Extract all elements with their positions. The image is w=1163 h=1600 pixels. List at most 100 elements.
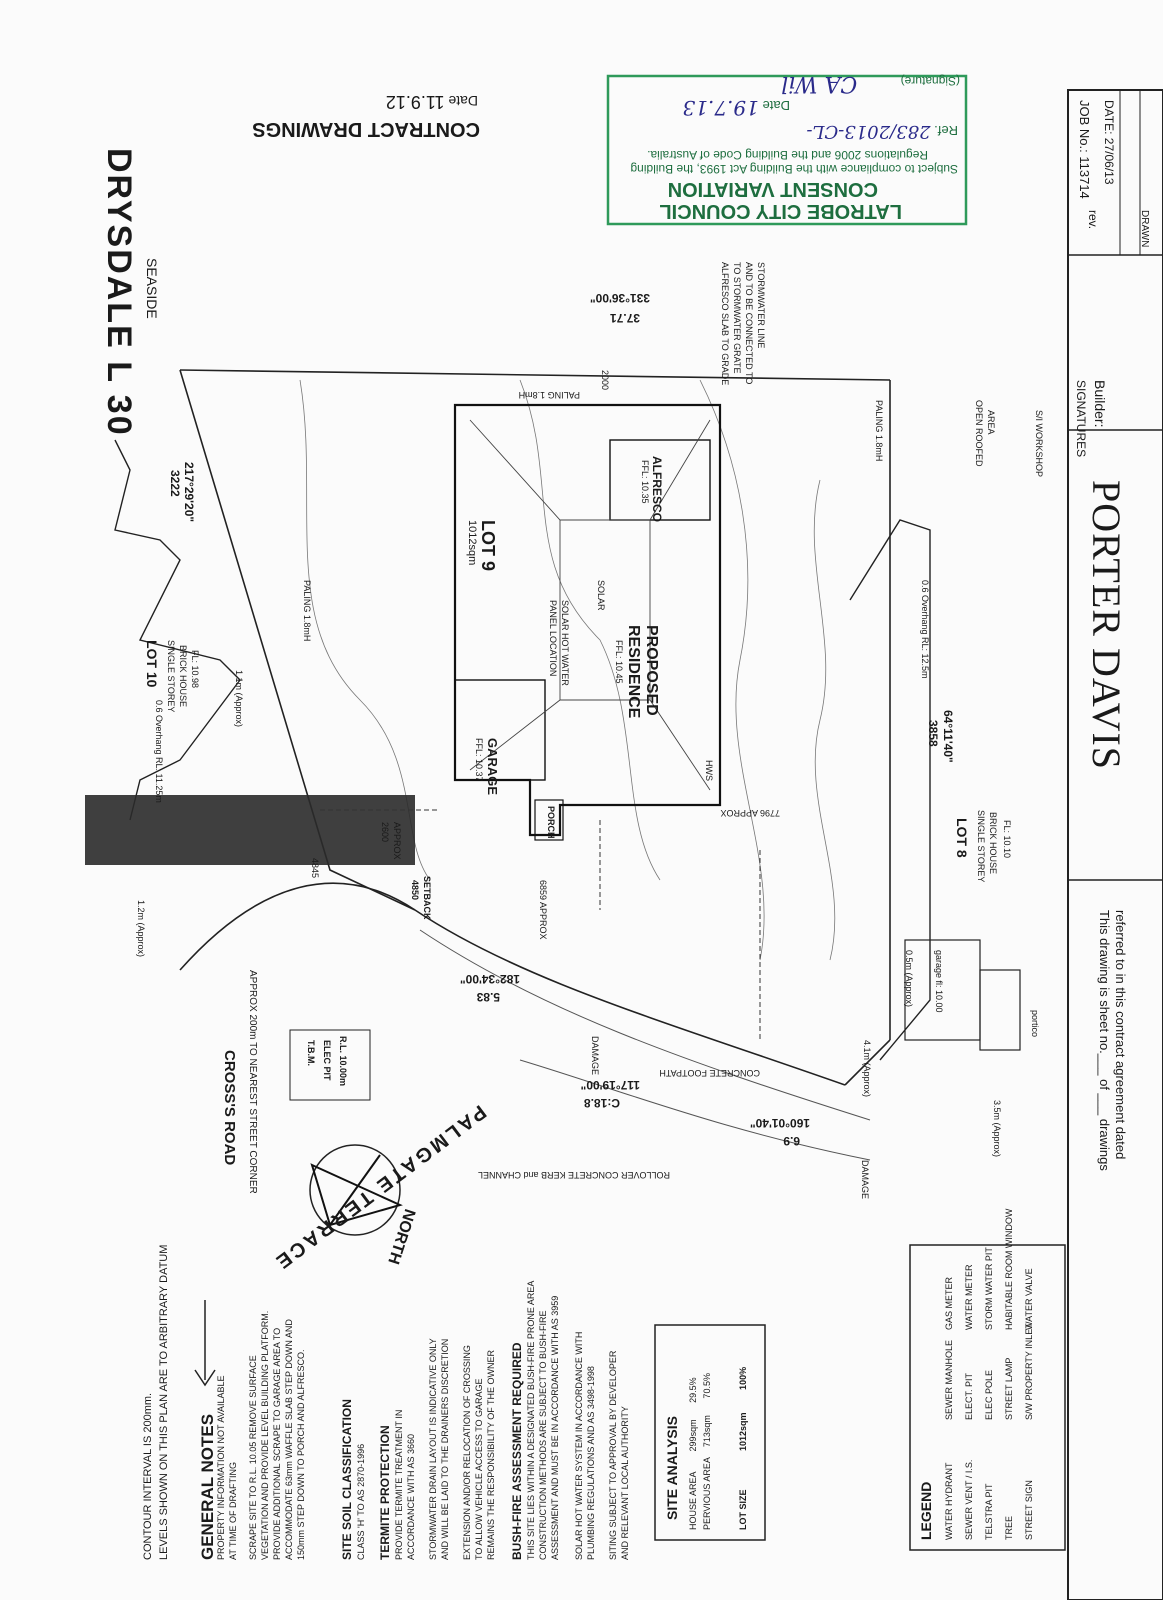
garage-label: GARAGE: [485, 738, 500, 796]
contract-date-value: 11.9.12: [385, 92, 445, 112]
footpath-label: CONCRETE FOOTPATH: [659, 1068, 760, 1078]
lot10-desc2: BRICK HOUSE: [178, 645, 188, 708]
bush-b: CONSTRUCTION METHODS ARE SUBJECT TO BUSH…: [538, 1310, 548, 1560]
lot8-desc1: SINGLE STOREY: [976, 810, 986, 883]
sheet-note-2: referred to in this contract agreement d…: [1113, 910, 1128, 1160]
bush-a: THIS SITE LIES WITHIN A DESIGNATED BUSH-…: [526, 1280, 536, 1560]
residence-label-1: PROPOSED: [643, 625, 660, 716]
damage-2: DAMAGE: [860, 1160, 870, 1200]
notes-heading: GENERAL NOTES: [198, 1413, 217, 1560]
lot8-label: LOT 8: [954, 818, 970, 858]
approx-12: 1.2m (Approx): [136, 900, 146, 958]
contract-date-label: Date: [448, 93, 478, 109]
siting-a: SITING SUBJECT TO APPROVAL BY DEVELOPER: [608, 1350, 618, 1560]
bearing-64: 64°11'40": [941, 710, 955, 763]
date-label: DATE:: [1102, 100, 1116, 135]
tbm-line3: R.L. 10.00m: [338, 1036, 348, 1087]
legend-item: WATER METER: [964, 1264, 974, 1331]
sa-house-pct: 29.5%: [688, 1377, 698, 1403]
sa-pervious-value: 713sqm: [702, 1415, 712, 1448]
stamp-sig-label: (Signature): [900, 74, 960, 88]
legend-item: HABITABLE ROOM WINDOW: [1004, 1208, 1014, 1330]
shw-b: PLUMBING REGULATIONS AND AS 3498-1998: [586, 1366, 596, 1560]
sa-pervious-pct: 70.5%: [702, 1373, 712, 1399]
dim-583: 5.83: [476, 990, 500, 1004]
notes-1a: PROPERTY INFORMATION NOT AVAILABLE: [216, 1375, 226, 1560]
setback-label: SETBACK: [422, 876, 432, 920]
approx-7796: 7796 APPROX: [720, 808, 780, 818]
workshop-label: S/I WORKSHOP: [1034, 410, 1044, 478]
soil-text: CLASS 'H' TO AS 2870-1996: [356, 1443, 366, 1560]
dim-3222: 3222: [168, 470, 182, 497]
ext-c: REMAINS THE RESPONSIBILITY OF THE OWNER: [486, 1349, 496, 1560]
bearing-160: 160°01'40": [749, 1116, 810, 1130]
stamp-date-value: 19.7.13: [682, 96, 759, 120]
legend-item: WATER HYDRANT: [944, 1462, 954, 1541]
kerb-label: ROLLOVER CONCRETE KERB and CHANNEL: [477, 1170, 670, 1180]
lot8-fl: FL: 10.10: [1002, 820, 1012, 859]
road-cross-note: APPROX 200m TO NEAREST STREET CORNER: [247, 970, 258, 1194]
solar-label: SOLAR: [596, 580, 606, 611]
sa-lot-label: LOT SIZE: [738, 1489, 748, 1531]
dim-69: 6.9: [783, 1134, 800, 1148]
stamp-line4: Regulations 2006 and the Building Code o…: [647, 148, 928, 162]
job-value: 113714: [1077, 156, 1092, 199]
dim-c188: C:18.8: [583, 1096, 620, 1110]
stamp-date: Date 19.7.13: [683, 96, 790, 120]
stamp-date-label: Date: [762, 98, 790, 113]
paling-2: PALING 1.8mH: [302, 580, 312, 642]
company-name: PORTER DAVIS: [1084, 480, 1129, 771]
job-label: JOB No.:: [1077, 100, 1092, 153]
portico-label: portico: [1030, 1010, 1040, 1038]
stamp-ref-value: 283/2013-CL-: [806, 121, 931, 142]
sa-pervious-label: PERVIOUS AREA: [702, 1457, 712, 1530]
legend-item: STORM WATER PIT: [984, 1247, 994, 1330]
notes-2c: PROVIDE ADDITIONAL SCRAPE TO GARAGE AREA…: [272, 1327, 282, 1560]
paling-1: PALING 1.8mH: [518, 390, 580, 400]
approx-2600: 2600: [380, 822, 390, 843]
storm-a: STORMWATER DRAIN LAYOUT IS INDICATIVE ON…: [428, 1338, 438, 1560]
dim-3771: 37.71: [609, 311, 640, 325]
area-label: AREA: [986, 410, 996, 435]
sheet-note-1: This drawing is sheet no.___ of ___ draw…: [1097, 910, 1112, 1171]
bush-heading: BUSH-FIRE ASSESSMENT REQUIRED: [510, 1342, 524, 1560]
alfresco-note-4: STORMWATER LINE: [756, 262, 766, 349]
tbm-line2: ELEC PIT: [322, 1040, 332, 1081]
alfresco-note-2: TO STORMWATER GRATE: [732, 262, 742, 374]
legend-item: S/W PROPERTY INLET: [1024, 1323, 1034, 1420]
job-number: JOB No.: 113714: [1077, 100, 1092, 199]
lot10-fl: FL: 10.98: [190, 650, 200, 689]
legend-item: SEWER MANHOLE: [944, 1339, 954, 1420]
stamp-line1: LATROBE CITY COUNCIL: [659, 200, 902, 222]
bearing-331: 331°36'00": [589, 291, 650, 305]
bearing-217: 217°29'20": [182, 462, 196, 523]
dim-4845: 4845: [310, 858, 320, 879]
sa-house-value: 299sqm: [688, 1419, 698, 1452]
legend-item: SEWER VENT / I.S.: [964, 1459, 974, 1540]
contract-date: Date 11.9.12: [386, 91, 478, 112]
approx-05: 0.5m (Approx): [904, 950, 914, 1008]
notes-2a: SCRAPE SITE TO R.L. 10.05 REMOVE SURFACE: [248, 1355, 258, 1560]
approx-2600-label: APPROX: [392, 822, 402, 860]
bush-c: ASSESSMENT AND MUST BE IN ACCORDANCE WIT…: [550, 1295, 560, 1560]
sa-row-lot: LOT SIZE 1012sqm 100%: [738, 1367, 748, 1530]
dim-3858: 3858: [926, 720, 940, 747]
signatures-label: SIGNATURES: [1074, 380, 1088, 458]
panel-location-label: PANEL LOCATION: [548, 600, 558, 677]
shw-a: SOLAR HOT WATER SYSTEM IN ACCORDANCE WIT…: [574, 1331, 584, 1560]
approx-1: 1.1m (Approx): [234, 670, 244, 728]
paling-3: PALING 1.8mH: [874, 400, 884, 462]
lot9-area: 1012sqm: [466, 520, 478, 566]
drawn-label: DRAWN: [1139, 210, 1150, 248]
legend-item: STREET SIGN: [1024, 1480, 1034, 1540]
stamp-ref-label: Ref.: [934, 123, 958, 138]
site-analysis-heading: SITE ANALYSIS: [664, 1416, 680, 1520]
road-cross: CROSS'S ROAD: [221, 1050, 238, 1166]
open-roofed-label: OPEN ROOFED: [974, 400, 984, 467]
stamp-line2: CONSENT VARIATION: [667, 178, 878, 200]
setback-value: 4850: [410, 880, 420, 901]
notes-2d: ACCOMMODATE 63mm WAFFLE SLAB STEP DOWN A…: [284, 1319, 294, 1560]
builder-label: Builder:: [1092, 380, 1108, 428]
siting-b: AND RELEVANT LOCAL AUTHORITY: [620, 1406, 630, 1560]
